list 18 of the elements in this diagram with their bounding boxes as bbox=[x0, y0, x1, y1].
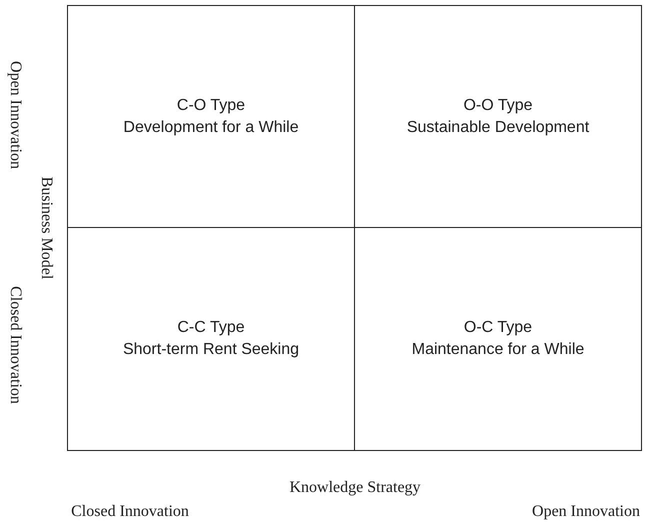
quadrant-title: O-C Type bbox=[464, 318, 532, 338]
quadrant-title: C-C Type bbox=[177, 318, 245, 338]
quadrant-description: Short-term Rent Seeking bbox=[122, 340, 300, 360]
quadrant-box bbox=[67, 227, 355, 451]
axis-title: Business Model bbox=[37, 176, 55, 280]
quadrant-box bbox=[354, 227, 642, 451]
axis-label: Closed Innovation bbox=[6, 286, 24, 404]
quadrant-description: Maintenance for a While bbox=[412, 340, 584, 360]
axis-label: Closed Innovation bbox=[71, 503, 189, 521]
axis-title: Knowledge Strategy bbox=[289, 479, 421, 497]
quadrant-title: C-O Type bbox=[176, 96, 246, 116]
axis-label: Open Innovation bbox=[532, 503, 640, 521]
quadrant-box bbox=[67, 5, 355, 228]
quadrant-description: Sustainable Development bbox=[406, 118, 590, 138]
quadrant-description: Development for a While bbox=[123, 118, 299, 138]
quadrant-box bbox=[354, 5, 642, 228]
axis-label: Open Innovation bbox=[6, 61, 24, 169]
quadrant-title: O-O Type bbox=[463, 96, 533, 116]
